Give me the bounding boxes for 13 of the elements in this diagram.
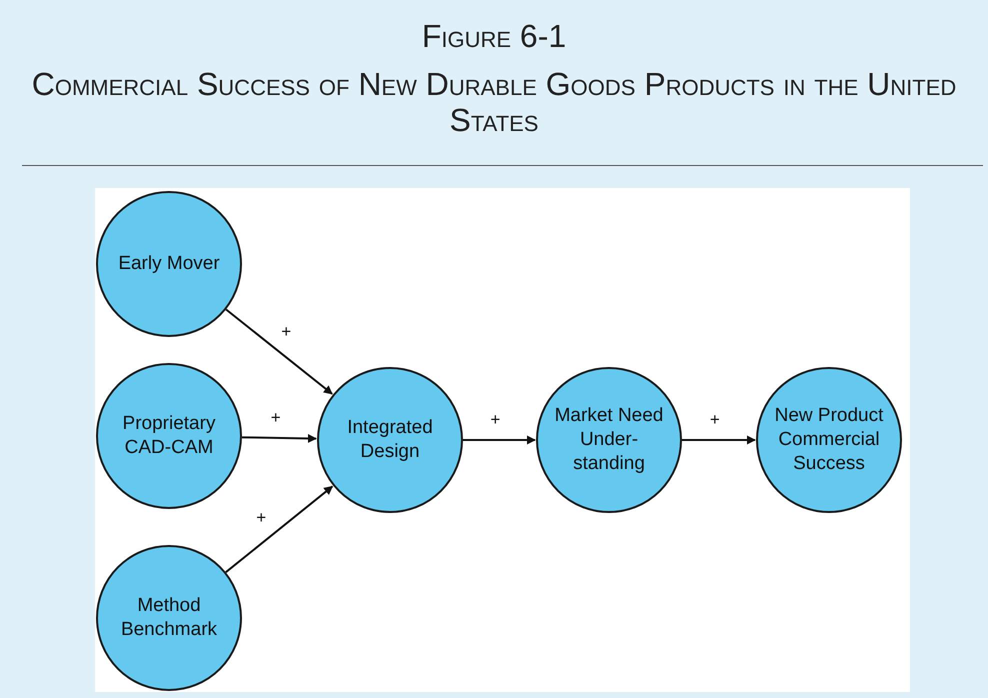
figure-title: Figure 6-1	[420, 18, 568, 55]
arrow	[463, 436, 536, 444]
node-label: Early Mover	[117, 252, 221, 276]
node-label: Method Benchmark	[120, 594, 218, 642]
figure-caption: Commercial Success of New Durable Goods Products in the United States	[30, 66, 958, 138]
arrow	[682, 436, 756, 444]
node-label: New Product Commercial Success	[774, 404, 884, 476]
arrow	[225, 308, 333, 395]
arrow	[225, 486, 334, 573]
node-label: Market Need Under-standing	[554, 404, 664, 476]
node-label: Proprietary CAD-CAM	[122, 412, 216, 460]
arrow	[242, 434, 317, 444]
node-label: Integrated Design	[346, 416, 434, 464]
